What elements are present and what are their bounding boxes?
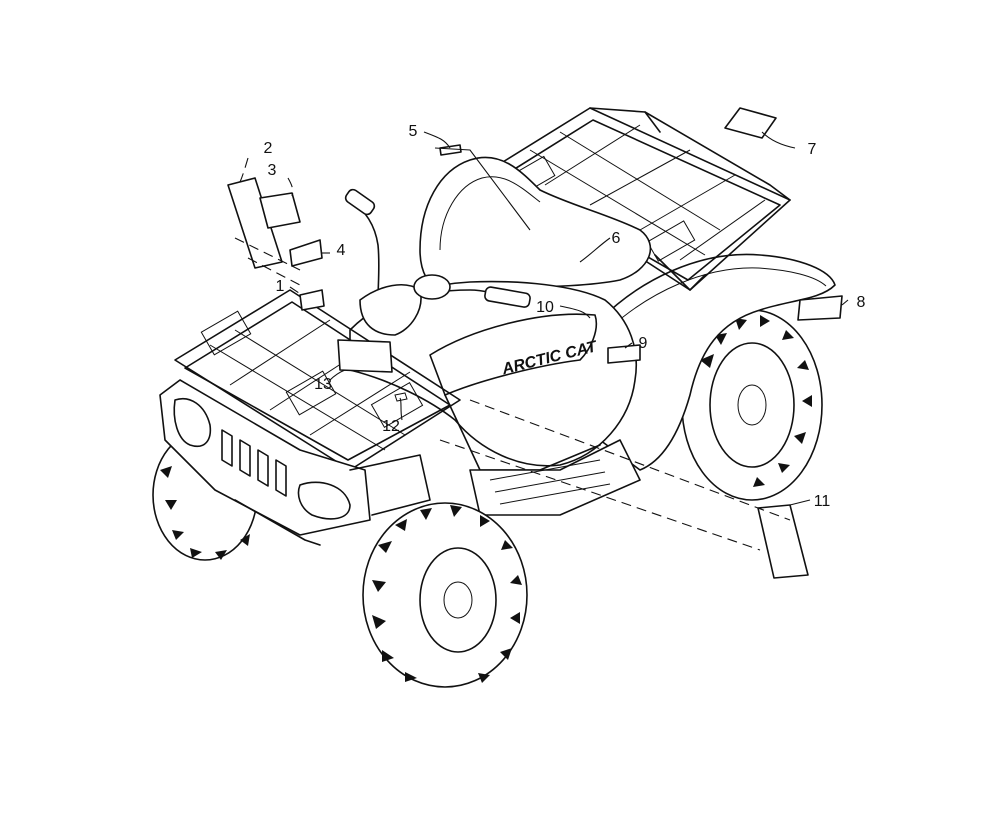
decal-8-outline (797, 295, 843, 321)
callout-8: 8 (857, 294, 866, 311)
decal-11-outline (757, 504, 809, 579)
decal-9-outline (607, 344, 641, 364)
decal-2-outline (227, 177, 283, 269)
callout-labels: 1 2 3 4 5 6 7 8 9 10 11 12 13 (264, 123, 866, 510)
decal-12-outline (394, 392, 408, 402)
callout-7: 7 (808, 141, 817, 158)
callout-12: 12 (382, 418, 400, 435)
callout-10: 10 (536, 299, 554, 316)
rear-right-wheel (681, 309, 823, 501)
front-body: ARCTIC CAT (349, 280, 641, 516)
decal-4-outline (289, 239, 323, 267)
callout-4: 4 (337, 242, 346, 259)
decal-13-outline (337, 339, 393, 373)
callout-1: 1 (276, 278, 285, 295)
seat (419, 156, 652, 291)
callout-13: 13 (314, 376, 332, 393)
handlebars (344, 188, 531, 336)
decal-7-outline (724, 107, 777, 139)
callout-5: 5 (409, 123, 418, 140)
leader-lines (234, 131, 849, 551)
callout-2: 2 (264, 140, 273, 157)
decal-5-outline (439, 144, 462, 156)
callout-3: 3 (268, 162, 277, 179)
front-fascia (159, 379, 431, 546)
callout-9: 9 (639, 335, 648, 352)
callout-6: 6 (612, 230, 621, 247)
front-right-wheel (362, 502, 528, 688)
decal-1-outline (299, 289, 325, 311)
callout-11: 11 (814, 493, 831, 510)
decal-outlines (227, 107, 843, 579)
front-rack (174, 289, 461, 471)
grille-slots (221, 429, 287, 497)
decal-3-outline (259, 192, 301, 229)
